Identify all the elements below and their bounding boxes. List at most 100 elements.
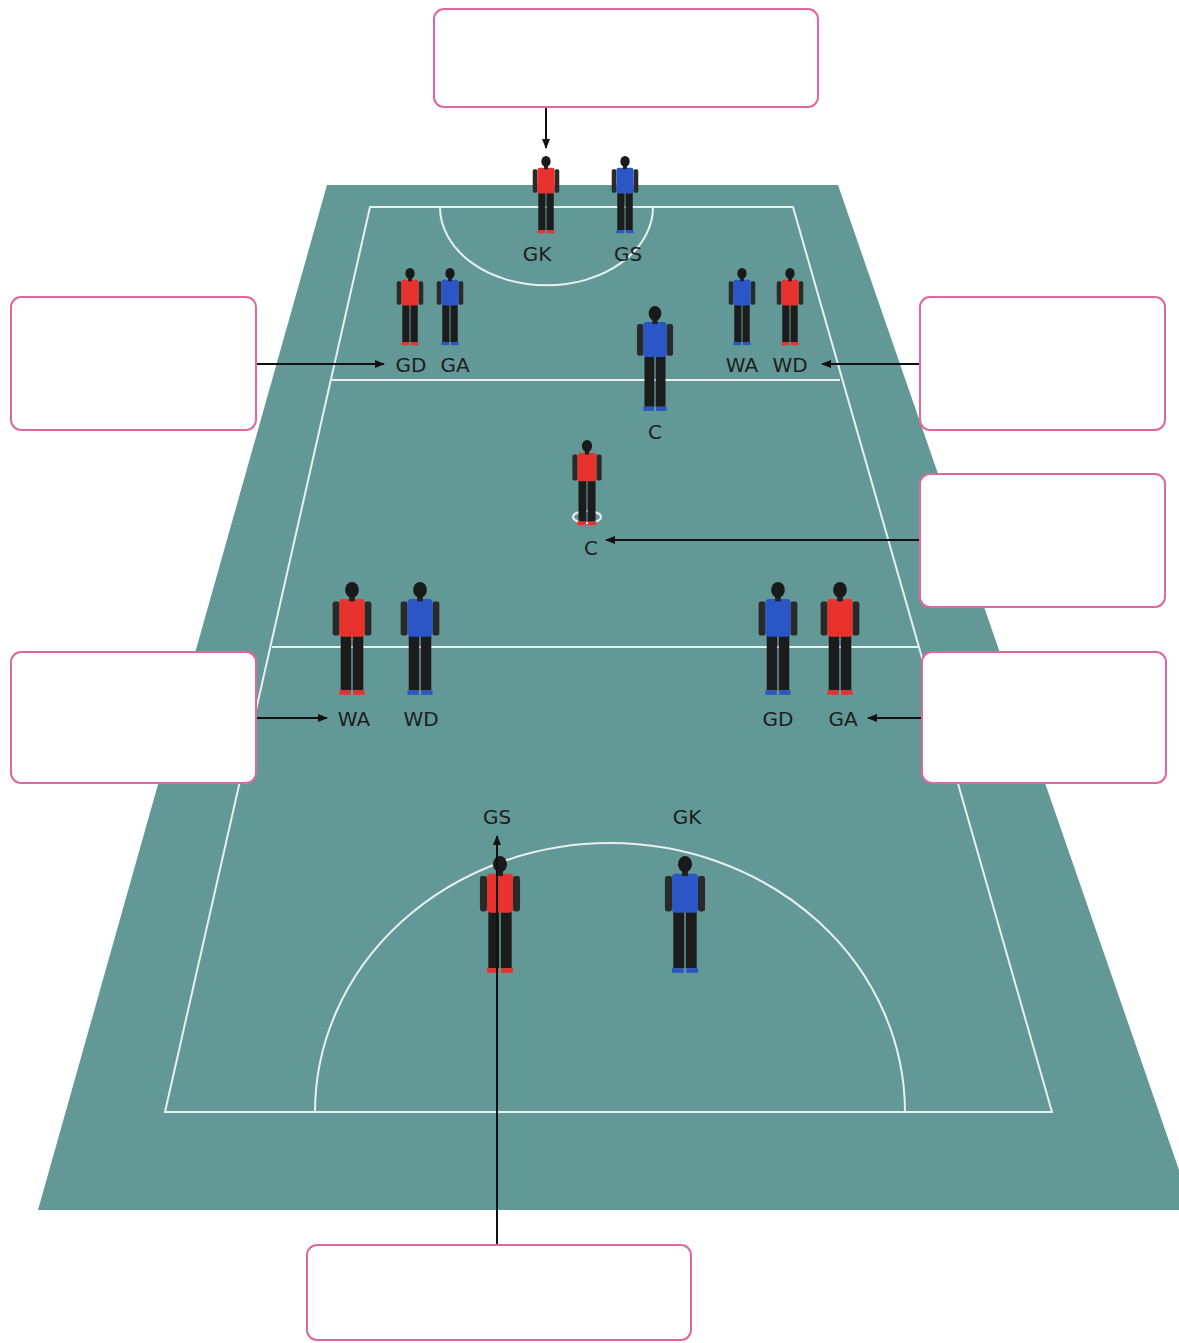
player-shoe bbox=[656, 407, 666, 411]
player-shirt bbox=[781, 280, 798, 306]
player-figure bbox=[437, 268, 464, 345]
position-label: C bbox=[648, 422, 662, 442]
player-leg bbox=[829, 633, 840, 690]
player-head bbox=[771, 582, 785, 598]
position-label: WD bbox=[772, 355, 807, 375]
player-head bbox=[493, 856, 507, 873]
player-shirt bbox=[487, 874, 513, 913]
player-head bbox=[737, 268, 746, 279]
player-arm bbox=[459, 281, 464, 304]
answer-box bbox=[922, 652, 1166, 783]
answer-box bbox=[11, 297, 256, 430]
player-shoe bbox=[643, 407, 653, 411]
leader-lines bbox=[257, 108, 921, 1244]
player-arm bbox=[397, 281, 402, 304]
player-figure bbox=[480, 856, 520, 973]
centre-circle bbox=[573, 511, 601, 523]
answer-box bbox=[11, 652, 256, 783]
player-leg bbox=[645, 354, 655, 407]
player-figure bbox=[759, 582, 798, 695]
leader-arrow bbox=[257, 363, 384, 365]
player-leg bbox=[409, 633, 420, 690]
player-arm bbox=[637, 324, 643, 356]
player-leg bbox=[841, 633, 852, 690]
position-label: WA bbox=[726, 355, 758, 375]
position-label: WA bbox=[338, 709, 370, 729]
player-arm bbox=[433, 601, 440, 635]
player-arm bbox=[791, 601, 798, 635]
answer-box bbox=[434, 9, 818, 107]
player-shoe bbox=[791, 342, 799, 345]
position-label: GS bbox=[614, 244, 642, 264]
player-leg bbox=[626, 191, 633, 230]
player-arm bbox=[759, 601, 766, 635]
player-arm bbox=[665, 876, 672, 911]
answer-box bbox=[920, 474, 1165, 607]
player-arm bbox=[572, 455, 577, 481]
player-leg bbox=[547, 191, 554, 230]
player-arm bbox=[698, 876, 705, 911]
position-label: GK bbox=[673, 807, 702, 827]
player-arm bbox=[777, 281, 782, 304]
player-shirt bbox=[407, 599, 432, 637]
player-leg bbox=[782, 303, 789, 342]
player-shirt bbox=[578, 453, 597, 481]
player-shoe bbox=[451, 342, 459, 345]
court-lines bbox=[165, 207, 1052, 1112]
player-shoe bbox=[672, 968, 684, 973]
players bbox=[333, 156, 860, 973]
player-leg bbox=[686, 909, 697, 968]
player-arm bbox=[555, 169, 560, 192]
player-head bbox=[345, 582, 359, 598]
player-arm bbox=[596, 455, 601, 481]
position-label: GA bbox=[828, 709, 857, 729]
leader-arrow bbox=[257, 717, 327, 719]
shooting-circle bbox=[315, 843, 905, 1112]
player-shoe bbox=[401, 342, 409, 345]
position-label: GD bbox=[396, 355, 427, 375]
player-arm bbox=[612, 169, 617, 192]
leader-arrow bbox=[868, 717, 921, 719]
player-head bbox=[678, 856, 692, 873]
player-figure bbox=[612, 156, 639, 233]
player-arm bbox=[480, 876, 487, 911]
player-arm bbox=[533, 169, 538, 192]
player-leg bbox=[353, 633, 364, 690]
player-leg bbox=[501, 909, 512, 968]
player-arm bbox=[853, 601, 860, 635]
player-shirt bbox=[537, 168, 554, 194]
player-shirt bbox=[441, 280, 458, 306]
player-arm bbox=[365, 601, 372, 635]
player-figure bbox=[729, 268, 756, 345]
player-arm bbox=[634, 169, 639, 192]
answer-box bbox=[307, 1245, 691, 1340]
player-leg bbox=[421, 633, 432, 690]
player-leg bbox=[578, 479, 586, 522]
player-shoe bbox=[616, 230, 624, 233]
leader-arrow bbox=[606, 539, 919, 541]
player-shoe bbox=[578, 522, 587, 525]
position-label: GD bbox=[763, 709, 794, 729]
player-figure bbox=[777, 268, 804, 345]
player-leg bbox=[588, 479, 596, 522]
player-figure bbox=[572, 440, 601, 525]
player-arm bbox=[729, 281, 734, 304]
player-leg bbox=[791, 303, 798, 342]
player-head bbox=[541, 156, 550, 167]
player-shirt bbox=[827, 599, 852, 637]
leader-arrow bbox=[822, 363, 919, 365]
player-shirt bbox=[672, 874, 698, 913]
callout-boxes bbox=[11, 9, 1166, 1340]
player-figure bbox=[401, 582, 440, 695]
player-leg bbox=[411, 303, 418, 342]
player-shoe bbox=[441, 342, 449, 345]
player-arm bbox=[667, 324, 673, 356]
player-shoe bbox=[765, 690, 776, 695]
player-leg bbox=[779, 633, 790, 690]
player-head bbox=[649, 306, 662, 321]
player-head bbox=[582, 440, 592, 452]
third-line bbox=[332, 379, 840, 381]
player-shoe bbox=[733, 342, 741, 345]
